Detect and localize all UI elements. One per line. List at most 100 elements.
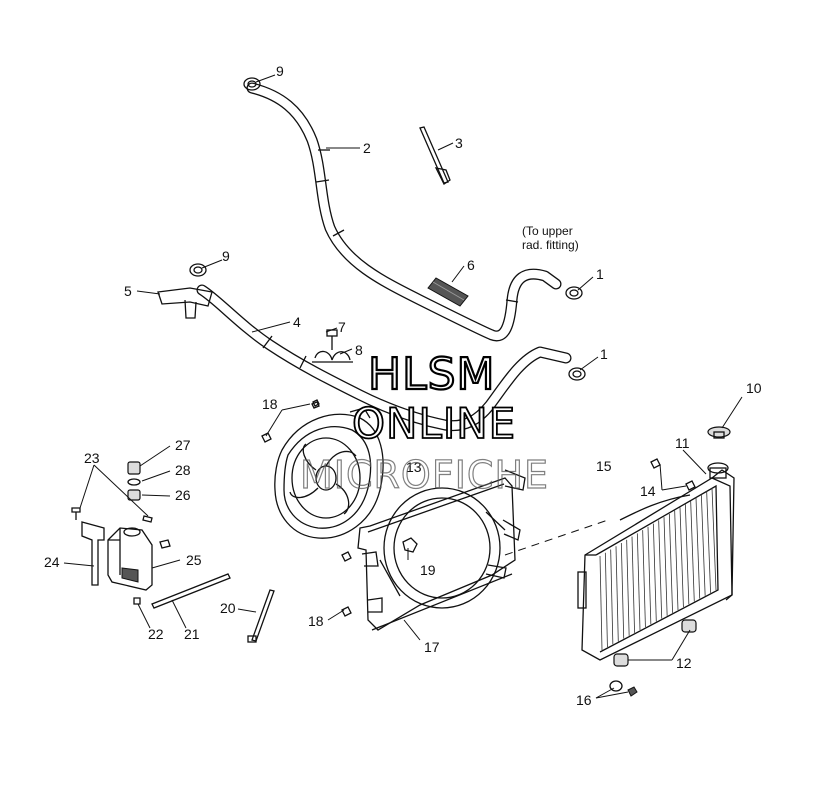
callout-22: 22 <box>148 626 164 642</box>
radiator-fin <box>652 523 657 622</box>
callout-21: 21 <box>184 626 200 642</box>
callout-15: 15 <box>596 458 612 474</box>
radiator-fin <box>615 546 619 642</box>
watermark-line-2: ONLINE <box>352 399 516 448</box>
radiator-grommet-lower <box>613 653 629 667</box>
radiator-fin <box>636 533 641 631</box>
radiator-fin <box>679 507 684 608</box>
hose-strap <box>419 126 451 185</box>
callout-1-lower: 1 <box>600 346 608 362</box>
radiator-fin <box>626 539 630 636</box>
hose-clamp-top <box>243 77 261 91</box>
overflow-tube-21 <box>151 573 231 609</box>
coolant-overflow-bottle <box>107 527 153 591</box>
callout-6: 6 <box>467 257 475 273</box>
lower-coolant-hose <box>196 284 572 432</box>
callout-1-upper: 1 <box>596 266 604 282</box>
radiator-fin <box>610 549 614 645</box>
upper-fitting-note: (To upper rad. fitting) <box>522 224 579 252</box>
note-line-1: (To upper <box>522 224 573 238</box>
radiator-cap <box>707 426 731 439</box>
radiator-fin <box>631 536 635 633</box>
radiator-fin <box>684 504 690 605</box>
hose-t-fitting <box>157 287 213 319</box>
note-line-2: rad. fitting) <box>522 238 579 252</box>
upper-coolant-hose <box>246 82 562 342</box>
bottle-seal-28 <box>127 478 141 486</box>
radiator-fin <box>663 517 668 616</box>
shroud-screw <box>341 606 352 617</box>
callout-9-mid: 9 <box>222 248 230 264</box>
callout-18-lower: 18 <box>308 613 324 629</box>
cable-tie-20 <box>247 589 275 643</box>
fan-assembly <box>274 407 384 539</box>
radiator-fin <box>706 491 711 593</box>
callout-labels: 9 2 3 9 5 4 7 8 6 1 1 10 11 14 15 12 16 … <box>44 63 762 708</box>
radiator-fin <box>668 513 673 613</box>
bolt-7 <box>326 329 338 350</box>
callout-16: 16 <box>576 692 592 708</box>
callout-24: 24 <box>44 554 60 570</box>
callout-10: 10 <box>746 380 762 396</box>
callout-26: 26 <box>175 487 191 503</box>
bottle-cap-27 <box>127 461 141 475</box>
callout-14: 14 <box>640 483 656 499</box>
radiator <box>577 469 735 661</box>
callout-2: 2 <box>363 140 371 156</box>
radiator-fin <box>695 497 701 599</box>
callout-11: 11 <box>675 435 690 451</box>
callout-23: 23 <box>84 450 100 466</box>
hose-clip-8 <box>312 350 353 363</box>
watermark: HLSM ONLINE MICROFICHE <box>299 348 549 498</box>
bracket-screw-left <box>71 507 81 520</box>
radiator-fin <box>642 530 646 628</box>
radiator-fin <box>690 500 695 602</box>
callout-25: 25 <box>186 552 202 568</box>
leader-lines <box>63 74 743 699</box>
hose-clamp-upper-right <box>565 286 583 300</box>
drain-plug <box>609 680 638 697</box>
callout-27: 27 <box>175 437 191 453</box>
callout-9-top: 9 <box>276 63 284 79</box>
callout-18-upper: 18 <box>262 396 278 412</box>
callout-13: 13 <box>406 459 422 475</box>
radiator-fin <box>674 510 679 611</box>
callout-5: 5 <box>124 283 132 299</box>
callout-4: 4 <box>293 314 301 330</box>
callout-12: 12 <box>676 655 692 671</box>
hose-sleeve <box>427 277 469 307</box>
radiator-fin <box>711 487 717 591</box>
fan-shroud <box>357 469 526 631</box>
callout-28: 28 <box>175 462 191 478</box>
bottle-screw-22 <box>133 597 141 605</box>
fan-screw-upper <box>261 432 272 443</box>
hose-clamp-lower-right <box>568 367 586 381</box>
radiator-bolt-14 <box>650 458 696 491</box>
radiator-fin <box>604 552 608 648</box>
callout-7: 7 <box>338 319 346 335</box>
bottle-neck-26 <box>127 489 141 501</box>
bottle-clip <box>159 539 171 549</box>
callout-17: 17 <box>424 639 440 655</box>
callout-3: 3 <box>455 135 463 151</box>
watermark-line-3: MICROFICHE <box>300 453 549 497</box>
radiator-fin <box>599 555 603 651</box>
hose-clamp-mid <box>189 263 207 277</box>
fan-screw-top <box>312 399 320 407</box>
radiator-grommet-upper <box>681 619 697 633</box>
shroud-clip-19 <box>402 537 418 553</box>
overflow-bracket <box>81 521 105 586</box>
radiator-filler-neck <box>707 462 729 479</box>
watermark-line-1: HLSM <box>368 349 496 400</box>
radiator-fin <box>700 494 706 596</box>
radiator-fin <box>620 543 625 639</box>
callout-8: 8 <box>355 342 363 358</box>
alignment-line <box>504 519 609 556</box>
bracket-screw-right <box>142 515 153 523</box>
radiator-fin <box>658 520 663 619</box>
callout-20: 20 <box>220 600 236 616</box>
radiator-fin <box>647 526 652 625</box>
callout-19: 19 <box>420 562 436 578</box>
